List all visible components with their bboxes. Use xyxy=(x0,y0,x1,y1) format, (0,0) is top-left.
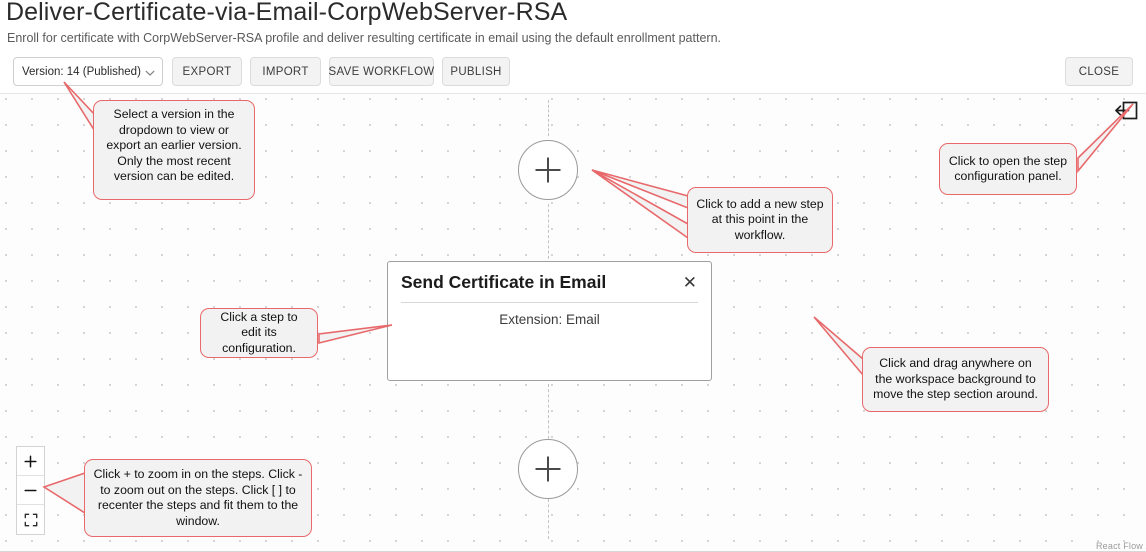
connector-line-bottom xyxy=(548,499,549,539)
zoom-controls xyxy=(16,446,45,535)
close-icon[interactable]: ✕ xyxy=(682,272,697,292)
version-select[interactable]: Version: 14 (Published) xyxy=(13,57,163,86)
fit-view-button[interactable] xyxy=(17,505,44,534)
export-button[interactable]: EXPORT xyxy=(172,57,242,86)
annotation-edit-step: Click a step to edit its configuration. xyxy=(200,308,318,358)
page-title: Deliver-Certificate-via-Email-CorpWebSer… xyxy=(6,0,568,26)
react-flow-attribution[interactable]: React Flow xyxy=(1095,541,1143,551)
close-button[interactable]: CLOSE xyxy=(1065,57,1133,86)
plus-icon xyxy=(24,454,37,468)
fit-view-icon xyxy=(24,513,37,526)
zoom-in-button[interactable] xyxy=(17,447,44,476)
connector-line-lower xyxy=(548,384,549,444)
connector-line-top xyxy=(548,100,549,136)
add-step-node-bottom[interactable] xyxy=(518,439,578,499)
step-card-title: Send Certificate in Email xyxy=(401,271,607,292)
minus-icon xyxy=(24,489,37,491)
step-card-divider xyxy=(401,302,698,303)
import-button[interactable]: IMPORT xyxy=(250,57,321,86)
zoom-out-button[interactable] xyxy=(17,476,44,505)
page-subtitle: Enroll for certificate with CorpWebServe… xyxy=(7,31,721,45)
annotation-version: Select a version in the dropdown to view… xyxy=(93,100,255,200)
panel-open-left-icon xyxy=(1115,101,1138,120)
workflow-step-card[interactable]: Send Certificate in Email ✕ Extension: E… xyxy=(387,261,712,381)
connector-line-upper xyxy=(548,204,549,264)
toolbar: Version: 14 (Published) EXPORT IMPORT SA… xyxy=(0,56,1146,93)
open-step-config-panel-button[interactable] xyxy=(1112,98,1140,124)
step-card-body: Extension: Email xyxy=(499,312,600,327)
save-workflow-button[interactable]: SAVE WORKFLOW xyxy=(329,57,434,86)
annotation-zoom-controls: Click + to zoom in on the steps. Click -… xyxy=(84,459,312,537)
add-step-node-top[interactable] xyxy=(518,140,578,200)
publish-button[interactable]: PUBLISH xyxy=(442,57,510,86)
version-select-value: Version: 14 (Published) xyxy=(22,65,141,78)
chevron-down-icon xyxy=(144,67,155,77)
annotation-add-step: Click to add a new step at this point in… xyxy=(687,187,833,253)
annotation-drag-workspace: Click and drag anywhere on the workspace… xyxy=(862,347,1049,412)
annotation-open-config-panel: Click to open the step configuration pan… xyxy=(939,143,1077,195)
step-card-header: Send Certificate in Email ✕ xyxy=(388,262,711,302)
